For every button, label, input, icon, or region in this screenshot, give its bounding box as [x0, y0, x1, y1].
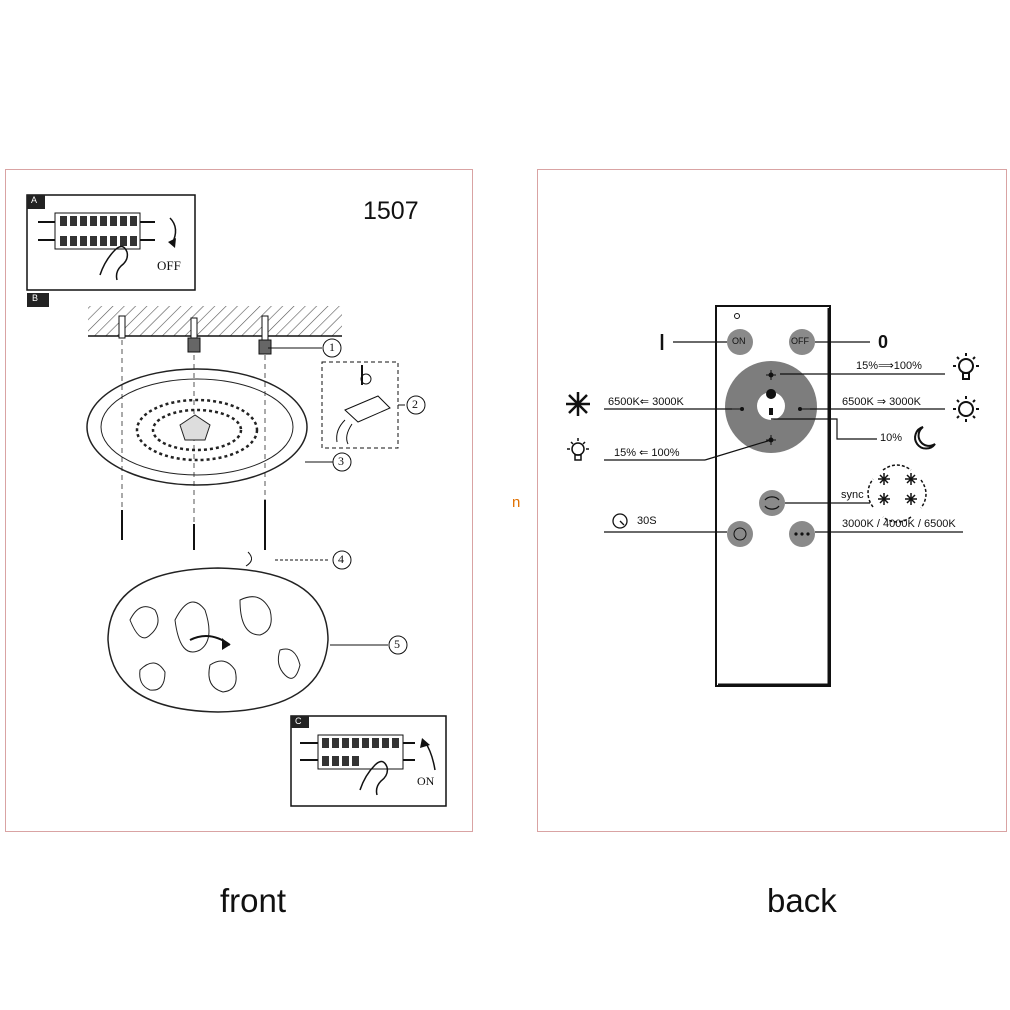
off-label: OFF — [157, 258, 181, 273]
step-a-label: A — [31, 195, 38, 205]
back-panel — [537, 169, 1007, 832]
sun-icon — [953, 396, 979, 422]
moon-icon — [914, 426, 936, 450]
back-caption: back — [767, 882, 837, 919]
front-panel — [5, 169, 473, 832]
hand-icon-c — [359, 760, 389, 796]
stray-mark: n — [512, 494, 521, 511]
dots-icon — [794, 532, 810, 536]
step-a-box — [26, 194, 196, 291]
on-button-label: ON — [732, 336, 746, 346]
cold-warm-label: 6500K⇐ 3000K — [608, 396, 684, 408]
brightness-down-label: 15% ⇐ 100% — [614, 447, 680, 459]
base-plate — [86, 368, 308, 486]
brightness-up-label: 15%⟹100% — [856, 360, 922, 372]
front-caption: front — [220, 882, 287, 919]
snowflake-icon — [566, 392, 590, 416]
sync-label: sync — [841, 489, 864, 501]
sync-button[interactable] — [759, 490, 785, 516]
off-button-label: OFF — [791, 336, 809, 346]
dim-bulb-icon — [567, 438, 589, 461]
on-label: ON — [417, 774, 435, 788]
warm-cold-label: 6500K ⇒ 3000K — [842, 396, 921, 408]
callout-4: 4 — [338, 552, 344, 566]
hand-icon — [99, 245, 129, 281]
step-c-label: C — [295, 716, 302, 726]
timer-outside-icon — [612, 513, 628, 529]
terminal-block-icon — [38, 212, 155, 250]
ceiling-hatch — [88, 306, 342, 336]
timer-button[interactable] — [727, 521, 753, 547]
lamp-cover — [107, 567, 329, 713]
callout-3: 3 — [338, 454, 344, 468]
cold-arrow-icon — [732, 407, 744, 411]
color-temps-label: 3000K / 4000K / 6500K — [842, 518, 956, 530]
on-button[interactable] — [727, 329, 753, 355]
step-c-box — [290, 715, 447, 807]
callout-1: 1 — [329, 340, 335, 354]
bright-bulb-icon — [953, 353, 979, 380]
warm-arrow-icon — [798, 407, 810, 411]
callout-2: 2 — [412, 397, 418, 411]
timer-label: 30S — [637, 515, 657, 527]
off-button[interactable] — [789, 329, 815, 355]
sync-icon — [764, 496, 780, 510]
step-b-label: B — [32, 293, 39, 303]
brightness-up-icon — [766, 370, 776, 380]
night-label: 10% — [880, 432, 903, 444]
step-b-marker — [27, 293, 49, 307]
timer-icon — [733, 527, 747, 541]
off-symbol: 0 — [878, 332, 889, 352]
wall-anchors — [118, 315, 272, 355]
bulb-icon — [766, 389, 777, 399]
center-bulb-button[interactable] — [757, 392, 785, 420]
sync-lamps-icon — [867, 464, 927, 523]
screws — [121, 500, 266, 550]
twist-arrow-icon — [245, 551, 252, 567]
callout-5: 5 — [394, 637, 400, 651]
model-number: 1507 — [363, 197, 419, 225]
